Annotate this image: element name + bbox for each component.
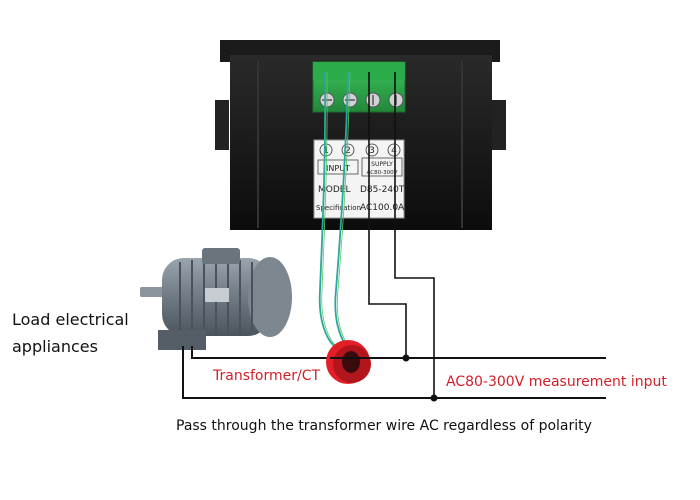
motor-end-cap — [248, 257, 292, 337]
junction-dot-lower — [430, 394, 438, 402]
ct-ring-hole — [342, 351, 360, 373]
model-label: MODEL — [318, 185, 350, 195]
input-header-box — [317, 159, 359, 175]
wiring — [182, 71, 606, 402]
supply-header-line1: SUPPLY — [371, 161, 393, 168]
input-header: INPUT — [326, 164, 350, 173]
ct-lead-2 — [334, 71, 349, 347]
load-wire-lower — [182, 346, 606, 399]
terminal-numbers: 1 2 3 4 — [319, 143, 401, 157]
terminal-number-4: 4 — [391, 146, 397, 156]
meter-module: 1 2 3 4 INPUT SUPPLY AC80-300V MODEL D85… — [215, 40, 506, 230]
terminal-block-top — [313, 62, 405, 80]
motor-foot — [158, 330, 206, 350]
terminal-number-1: 1 — [323, 146, 329, 156]
ct-lead-1 — [318, 71, 335, 347]
load-label: Load electrical appliances — [12, 306, 129, 360]
motor-illustration — [140, 248, 292, 350]
junction-dot-upper — [402, 354, 410, 362]
terminal-number-ring-1 — [319, 143, 333, 157]
current-transformer — [326, 340, 372, 384]
meter-side-clip-left — [215, 100, 229, 150]
motor-junction-box — [202, 248, 240, 264]
load-label-line2: appliances — [12, 337, 98, 356]
meter-side-clip-right — [492, 100, 506, 150]
terminal-number-2: 2 — [345, 146, 351, 156]
load-wire-upper — [191, 346, 606, 359]
terminal-number-ring-4 — [387, 143, 401, 157]
ct-lead-2-accent — [336, 71, 351, 347]
spec-label: Specification — [316, 204, 361, 212]
supply-header-line2: AC80-300V — [367, 170, 398, 176]
polarity-note: Pass through the transformer wire AC reg… — [176, 418, 592, 434]
load-label-line1: Load electrical — [12, 310, 129, 329]
motor-shaft — [140, 287, 166, 297]
supply-tap-terminal-4 — [394, 72, 435, 398]
ct-lead-1-accent — [321, 71, 337, 347]
supply-tap-terminal-3 — [368, 72, 407, 358]
model-value: D85-240T — [360, 185, 405, 195]
measurement-label: AC80-300V measurement input — [446, 374, 667, 390]
supply-header-box — [361, 157, 403, 177]
terminal-number-3: 3 — [369, 146, 375, 156]
transformer-label: Transformer/CT — [213, 368, 321, 384]
terminal-number-ring-2 — [341, 143, 355, 157]
spec-value: AC100.0A — [360, 203, 405, 213]
motor-nameplate — [205, 288, 229, 302]
terminal-number-ring-3 — [365, 143, 379, 157]
